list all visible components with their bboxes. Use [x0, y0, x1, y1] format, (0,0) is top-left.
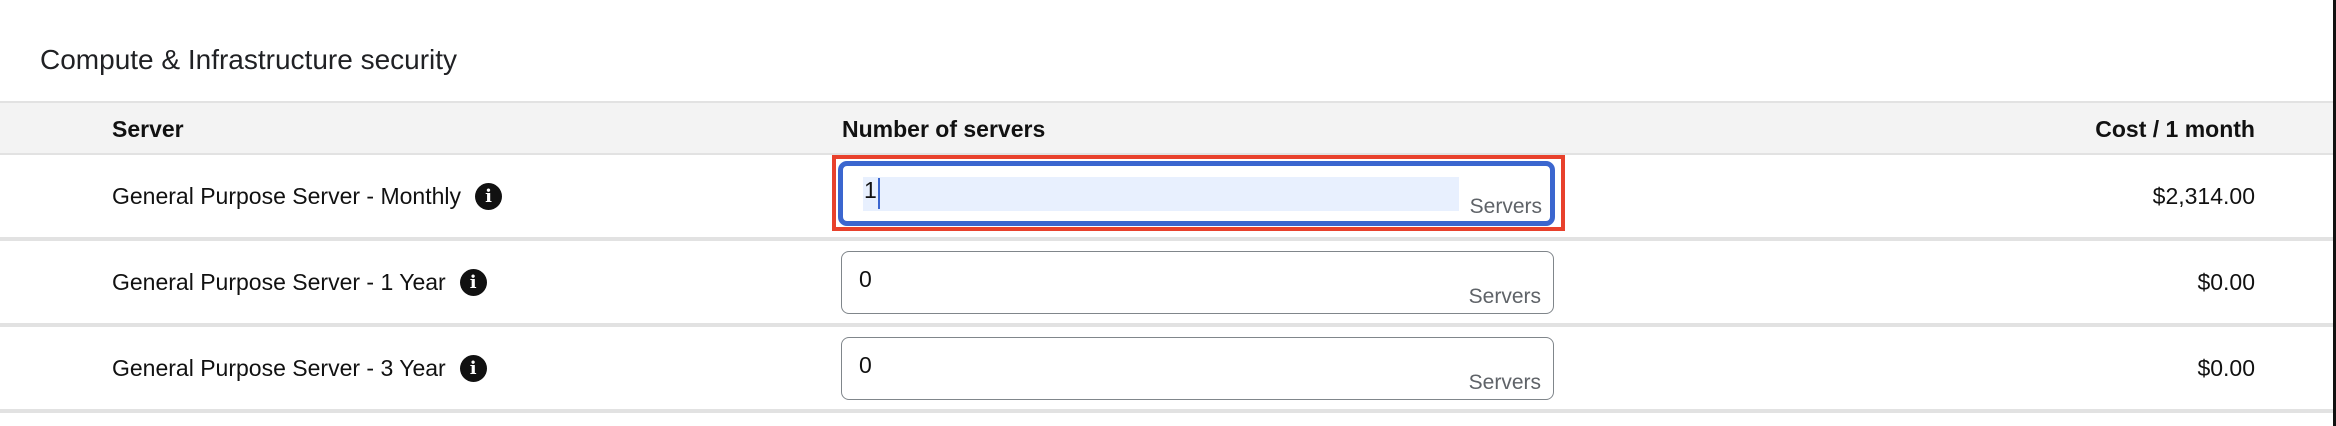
window-right-edge	[2333, 0, 2336, 426]
cost-cell: $2,314.00	[2152, 183, 2255, 209]
server-name: General Purpose Server - Monthly	[112, 182, 461, 209]
cost-cell: $0.00	[2197, 355, 2255, 381]
info-icon[interactable]: i	[475, 182, 502, 210]
server-name: General Purpose Server - 3 Year	[112, 354, 446, 381]
column-header-cost: Cost / 1 month	[2095, 116, 2255, 142]
server-count-input[interactable]: 1 Servers	[838, 161, 1555, 226]
server-count-value[interactable]: 1	[864, 177, 877, 203]
cost-cell: $0.00	[2197, 269, 2255, 295]
info-glyph: i	[485, 185, 492, 207]
info-icon[interactable]: i	[459, 268, 487, 296]
servers-table: Server Number of servers Cost / 1 month …	[0, 101, 2333, 413]
server-name: General Purpose Server - 1 Year	[112, 268, 446, 295]
text-caret	[878, 178, 880, 209]
table-row: General Purpose Server - 1 Year i 0 Serv…	[0, 241, 2333, 327]
table-header: Server Number of servers Cost / 1 month	[0, 101, 2333, 155]
server-count-input[interactable]: 0 Servers	[841, 337, 1554, 400]
info-glyph: i	[469, 271, 477, 293]
info-glyph: i	[469, 357, 477, 379]
table-row: General Purpose Server - 3 Year i 0 Serv…	[0, 327, 2333, 413]
input-suffix-servers: Servers	[1468, 285, 1541, 308]
server-name-cell: General Purpose Server - 1 Year i	[112, 241, 487, 323]
text-selection	[863, 177, 1459, 211]
server-name-cell: General Purpose Server - Monthly i	[112, 155, 502, 237]
server-count-value[interactable]: 0	[859, 266, 872, 292]
server-count-input[interactable]: 0 Servers	[841, 251, 1554, 314]
column-header-number-of-servers: Number of servers	[842, 116, 1046, 142]
info-icon[interactable]: i	[459, 354, 487, 382]
column-header-server: Server	[112, 116, 184, 142]
server-count-value[interactable]: 0	[859, 352, 872, 378]
table-row: General Purpose Server - Monthly i 1 Ser…	[0, 155, 2333, 241]
section-title: Compute & Infrastructure security	[40, 44, 458, 75]
input-suffix-servers: Servers	[1468, 371, 1541, 394]
input-suffix-servers: Servers	[1469, 195, 1542, 218]
server-name-cell: General Purpose Server - 3 Year i	[112, 327, 487, 409]
